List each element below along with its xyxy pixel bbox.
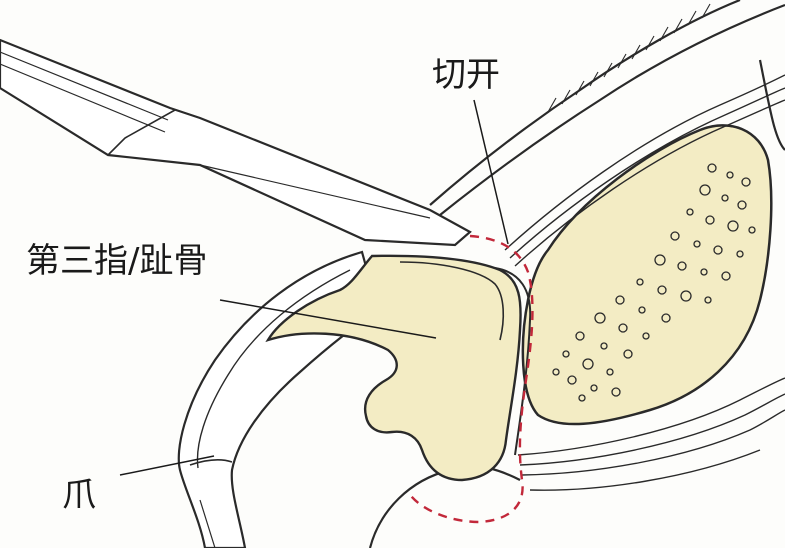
fur-hatching xyxy=(547,3,711,113)
scalpel-icon xyxy=(0,38,472,247)
third-phalanx xyxy=(265,254,532,482)
middle-phalanx xyxy=(521,124,773,426)
skin-outline xyxy=(368,0,785,548)
bone-label: 第三指/趾骨 xyxy=(26,241,207,281)
incision-line xyxy=(407,234,534,524)
tendon-lines xyxy=(504,74,785,491)
bone-leader xyxy=(219,299,437,339)
leader-lines xyxy=(119,99,509,476)
claw-label: 爪 xyxy=(62,475,96,515)
incision-label: 切开 xyxy=(432,55,500,95)
bone-pores xyxy=(552,163,756,402)
incision-leader xyxy=(473,99,509,245)
claw-leader xyxy=(119,455,215,476)
